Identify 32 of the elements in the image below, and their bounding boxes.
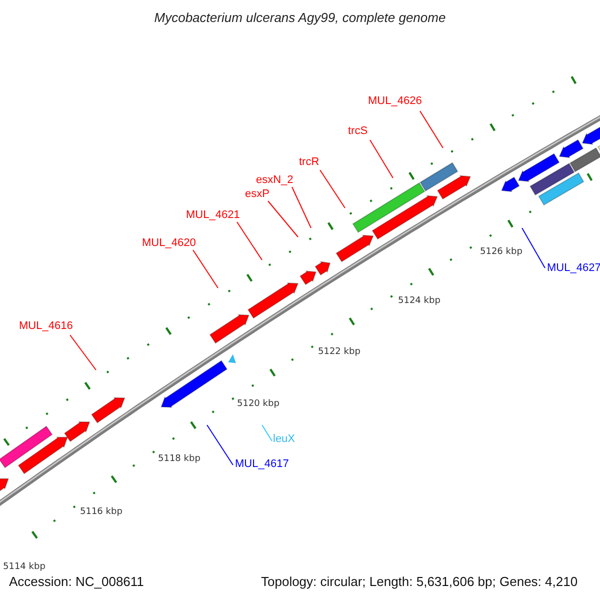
- tick-label: 5126 kbp: [480, 248, 522, 257]
- leader-line: [192, 250, 218, 288]
- leader-line: [420, 110, 444, 148]
- leader-line: [70, 334, 96, 370]
- gene-label: MUL_4620: [142, 238, 196, 249]
- gene-label: esxP: [245, 189, 270, 200]
- leader-line: [370, 140, 394, 178]
- tick-label: 5118 kbp: [158, 455, 200, 464]
- tick-label: 5114 kbp: [3, 563, 46, 572]
- gene-label: esxN_2: [256, 175, 294, 186]
- gene-label: MUL_4626: [368, 96, 422, 107]
- tick-label: 5120 kbp: [237, 400, 280, 409]
- gene-label: MUL_4621: [186, 210, 240, 221]
- gene-label: MUL_4616: [19, 321, 73, 332]
- leader-line: [206, 424, 234, 466]
- gene-label: MUL_4627: [547, 263, 600, 274]
- gene-label: trcR: [299, 157, 320, 168]
- leader-line: [320, 170, 346, 208]
- gene-label: MUL_4617: [235, 459, 289, 470]
- gene-label: trcS: [348, 126, 368, 137]
- leader-line: [262, 424, 272, 442]
- tick-label: 5122 kbp: [318, 348, 360, 357]
- footer-text: Accession: NC_008611: [9, 575, 144, 588]
- leader-line: [522, 228, 546, 268]
- footer-text: Topology: circular; Length: 5,631,606 bp; Genes: 4,210: [261, 575, 578, 588]
- tick-label: 5124 kbp: [398, 297, 440, 306]
- leader-line: [268, 200, 298, 238]
- tick-label: 5116 kbp: [80, 508, 122, 517]
- leader-line: [292, 186, 312, 228]
- gene-label: leuX: [273, 434, 296, 445]
- title: Mycobacterium ulcerans Agy99, complete genome: [153, 11, 447, 24]
- leader-line: [236, 222, 262, 260]
